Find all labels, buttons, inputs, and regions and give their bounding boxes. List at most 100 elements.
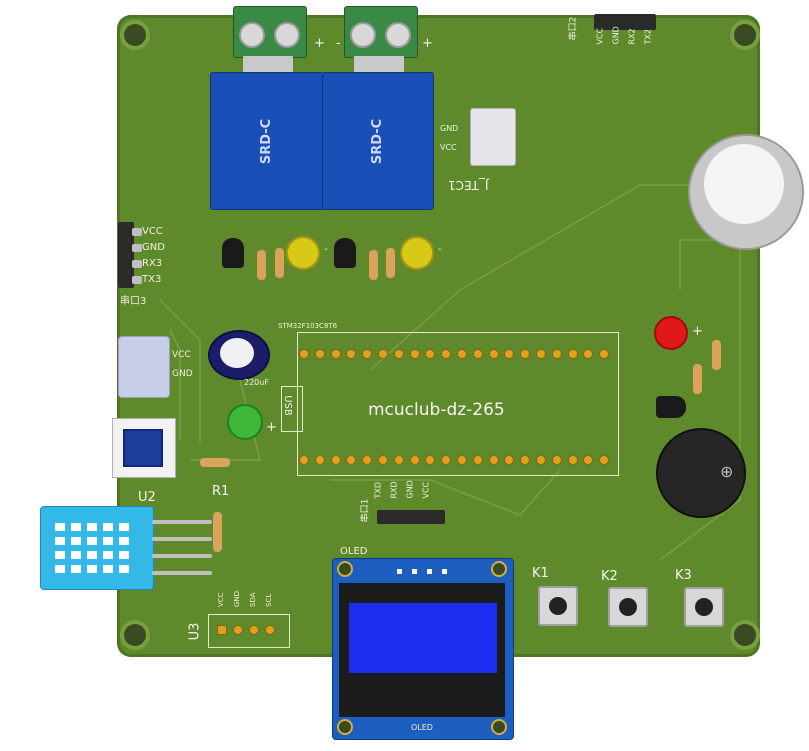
green-led-plus: + bbox=[266, 420, 277, 435]
buzzer bbox=[656, 428, 746, 518]
serial1-pin-labels: TXD RXD GND VCC bbox=[372, 480, 432, 499]
red-led-plus: + bbox=[692, 324, 703, 339]
r1-resistor bbox=[213, 512, 222, 552]
serial3-pin bbox=[132, 244, 142, 252]
yellow-led-2-minus: - bbox=[438, 244, 442, 255]
usb-c-pin-vcc: VCC bbox=[172, 350, 191, 360]
resistor bbox=[386, 248, 395, 278]
mcu-pads-top bbox=[300, 350, 609, 358]
mounting-hole-bottom-left bbox=[124, 624, 146, 646]
serial3-pin-vcc: VCC bbox=[142, 226, 163, 237]
dht11-grid bbox=[55, 523, 129, 573]
u3-label: U3 bbox=[187, 622, 203, 641]
oled-label: OLED bbox=[340, 546, 368, 557]
mounting-hole-top-left bbox=[124, 24, 146, 46]
mounting-hole-bottom-right bbox=[734, 624, 756, 646]
serial2-pin-rx: RX2 bbox=[627, 28, 637, 45]
power-switch[interactable] bbox=[112, 418, 176, 478]
resistor bbox=[712, 340, 721, 370]
dht11-pin bbox=[152, 520, 212, 524]
oled-pins bbox=[397, 569, 447, 574]
terminal-1-base bbox=[243, 56, 293, 76]
screw-icon bbox=[274, 22, 300, 48]
yellow-led-1-minus: - bbox=[324, 244, 328, 255]
serial3-pin bbox=[132, 276, 142, 284]
yellow-led-1 bbox=[286, 236, 320, 270]
resistor bbox=[200, 458, 230, 467]
r1-label: R1 bbox=[212, 484, 230, 499]
serial1-header bbox=[377, 510, 445, 524]
resistor bbox=[257, 250, 266, 280]
key-cap[interactable] bbox=[549, 597, 567, 615]
usb-c-pin-gnd: GND bbox=[172, 369, 193, 379]
usb-label-box bbox=[281, 386, 303, 432]
terminal-block-2 bbox=[344, 6, 418, 58]
mcu-title: mcuclub-dz-265 bbox=[368, 400, 505, 420]
relay-1: SRD-C bbox=[210, 72, 324, 210]
capacitor-top bbox=[220, 338, 254, 368]
relay-2: SRD-C bbox=[322, 72, 434, 210]
serial2-pin-gnd: GND bbox=[611, 26, 621, 45]
serial3-pin bbox=[132, 260, 142, 268]
j-tec1-connector bbox=[470, 108, 516, 166]
u3-pin-vcc: VCC bbox=[217, 592, 225, 607]
key-cap[interactable] bbox=[619, 598, 637, 616]
terminal-block-1 bbox=[233, 6, 307, 58]
relay-2-label: SRD-C bbox=[370, 118, 386, 164]
green-led bbox=[227, 404, 263, 440]
serial2-pin-labels: VCC GND RX2 TX2 bbox=[594, 26, 654, 45]
serial3-header bbox=[118, 222, 134, 288]
oled-screen[interactable] bbox=[349, 603, 497, 673]
j-tec1-pin-gnd: GND bbox=[440, 124, 459, 133]
transistor-2 bbox=[334, 238, 356, 268]
resistor bbox=[693, 364, 702, 394]
serial3-pin-gnd: GND bbox=[142, 242, 165, 253]
k1-label: K1 bbox=[532, 566, 549, 581]
j-tec1-label: J_TEC1 bbox=[448, 178, 489, 192]
oled-bottom-label: OLED bbox=[411, 723, 433, 732]
terminal-2-plus-label: + bbox=[422, 36, 433, 51]
u3-pin-sda: SDA bbox=[249, 592, 257, 608]
mcu-usb-label: USB bbox=[281, 395, 293, 416]
u3-pin-gnd: GND bbox=[233, 590, 241, 607]
serial1-pin-rxd: RXD bbox=[389, 481, 399, 499]
terminal-2-base bbox=[354, 56, 404, 76]
screw-icon bbox=[385, 22, 411, 48]
usb-c-port bbox=[118, 336, 170, 398]
serial3-label: 串口3 bbox=[120, 296, 147, 307]
terminal-2-minus-label: - bbox=[336, 36, 341, 51]
oled-hole bbox=[493, 721, 505, 733]
capacitor-label: 220uF bbox=[244, 378, 269, 387]
transistor-3 bbox=[656, 396, 686, 418]
dht11-sensor bbox=[40, 506, 154, 590]
red-led bbox=[654, 316, 688, 350]
serial3-pin-tx: TX3 bbox=[142, 274, 162, 285]
key-k3-button[interactable] bbox=[684, 587, 724, 627]
key-cap[interactable] bbox=[695, 598, 713, 616]
serial2-pin-vcc: VCC bbox=[595, 27, 605, 45]
mcu-pads-bottom bbox=[300, 456, 609, 464]
dht11-pin bbox=[152, 554, 212, 558]
u3-outline bbox=[208, 614, 290, 648]
power-switch-knob[interactable] bbox=[123, 429, 163, 467]
buzzer-polarity-icon: ⊕ bbox=[720, 462, 734, 481]
u2-label: U2 bbox=[138, 490, 156, 505]
screw-icon bbox=[350, 22, 376, 48]
key-k1-button[interactable] bbox=[538, 586, 578, 626]
oled-hole bbox=[339, 721, 351, 733]
oled-module: OLED bbox=[332, 558, 514, 740]
serial2-header bbox=[594, 14, 656, 30]
yellow-led-2 bbox=[400, 236, 434, 270]
serial3-pin bbox=[132, 228, 142, 236]
screw-icon bbox=[239, 22, 265, 48]
mcu-outline bbox=[297, 332, 619, 476]
serial1-pin-txd: TXD bbox=[373, 481, 383, 499]
resistor bbox=[369, 250, 378, 280]
relay-1-label: SRD-C bbox=[259, 118, 275, 164]
terminal-1-plus-label: + bbox=[314, 36, 325, 51]
mcu-part-label: STM32F103C8T6 bbox=[278, 322, 338, 330]
key-k2-button[interactable] bbox=[608, 587, 648, 627]
serial1-label: 串口1 bbox=[360, 498, 371, 523]
resistor bbox=[275, 248, 284, 278]
serial2-pin-tx: TX2 bbox=[643, 29, 653, 45]
